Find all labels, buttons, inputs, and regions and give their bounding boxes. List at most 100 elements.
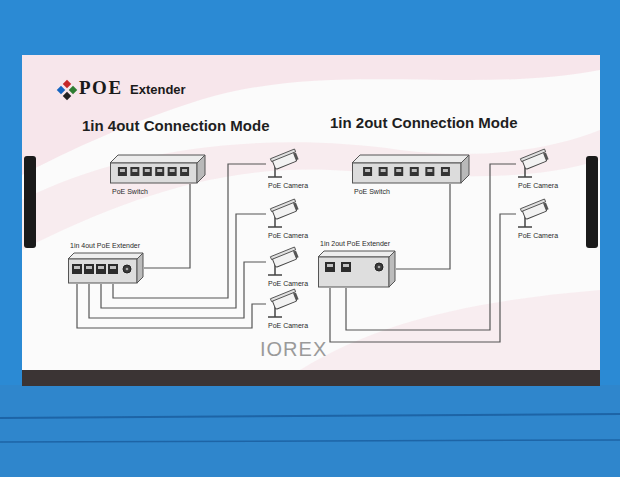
box-slot [586, 156, 598, 248]
camera-lens [293, 251, 298, 259]
rj45-port [72, 264, 82, 274]
device-label: PoE Camera [268, 182, 308, 189]
device-drawing [266, 290, 300, 318]
port-contacts [170, 169, 175, 172]
extender-front [319, 257, 390, 287]
poe-camera: PoE Camera [266, 248, 300, 276]
dc-jack [123, 265, 131, 273]
device-label: PoE Camera [268, 232, 308, 239]
box-panel [22, 55, 600, 370]
brand-logo-text: POE [79, 77, 123, 99]
poe-camera: PoE Camera [516, 150, 550, 178]
device-drawing [110, 154, 206, 184]
port-contacts [412, 169, 417, 172]
device-drawing [266, 200, 300, 228]
port-contacts [396, 169, 401, 172]
camera-hood [520, 149, 545, 162]
device-label: PoE Camera [518, 182, 558, 189]
camera-lens [543, 153, 548, 161]
section-heading: 1in 4out Connection Mode [82, 117, 270, 134]
rj45-port [363, 167, 372, 176]
rj45-port [143, 167, 152, 176]
extender-top [318, 251, 395, 257]
switch-illustration [352, 154, 470, 184]
camera-lens [293, 293, 298, 301]
camera-illustration [266, 200, 300, 228]
network-cable [144, 184, 190, 268]
brand-subtitle: Extender [130, 82, 186, 97]
port-contacts [381, 169, 386, 172]
rj45-port [180, 167, 189, 176]
device-drawing [266, 150, 300, 178]
device-label: PoE Switch [354, 188, 390, 195]
camera-lens [543, 203, 548, 211]
camera-lens [293, 203, 298, 211]
device-label: PoE Switch [112, 188, 148, 195]
camera-hood [520, 199, 545, 212]
logo-icon [57, 80, 77, 100]
port-contacts [110, 266, 116, 269]
port-contacts [74, 266, 80, 269]
port-contacts [182, 169, 187, 172]
dc-pin [126, 268, 129, 271]
port-contacts [365, 169, 370, 172]
extender-side [389, 251, 395, 287]
pink-swoosh [22, 130, 600, 250]
rj45-port [425, 167, 434, 176]
switch-illustration [110, 154, 206, 184]
logo-square [63, 92, 71, 100]
port-contacts [86, 266, 92, 269]
network-cable [396, 184, 450, 269]
poe-extender: 1in 4out PoE Extender [68, 252, 144, 284]
switch-front [353, 163, 462, 183]
seam-line [0, 440, 620, 442]
device-label: 1in 4out PoE Extender [70, 242, 140, 249]
rj45-port [168, 167, 177, 176]
section-heading: 1in 2out Connection Mode [330, 114, 518, 131]
logo-square [57, 86, 65, 94]
rj45-port [394, 167, 403, 176]
camera-lens [293, 153, 298, 161]
poe-extender: 1in 2out PoE Extender [318, 250, 396, 288]
logo-square [63, 80, 71, 88]
switch-top [352, 155, 469, 163]
device-drawing [516, 200, 550, 228]
rj45-port [410, 167, 419, 176]
device-label: 1in 2out PoE Extender [320, 240, 390, 247]
port-contacts [443, 169, 448, 172]
rj45-port [155, 167, 164, 176]
switch-top [110, 155, 205, 163]
rj45-port [441, 167, 450, 176]
camera-hood [270, 289, 295, 302]
network-cable [346, 164, 516, 330]
watermark: IOREX [260, 338, 327, 361]
port-contacts [427, 169, 432, 172]
device-drawing [516, 150, 550, 178]
extender-illustration [68, 252, 144, 284]
switch-side [197, 155, 205, 183]
extender-front [69, 259, 138, 283]
extender-illustration [318, 250, 396, 288]
rj45-port [130, 167, 139, 176]
device-drawing [68, 252, 144, 284]
poe-camera: PoE Camera [266, 290, 300, 318]
camera-illustration [516, 150, 550, 178]
rj45-port [96, 264, 106, 274]
port-contacts [157, 169, 162, 172]
rj45-port [108, 264, 118, 274]
blue-surface-lower [0, 385, 620, 477]
port-contacts [145, 169, 150, 172]
dc-pin [378, 266, 381, 269]
dc-jack [375, 263, 383, 271]
poe-camera: PoE Camera [516, 200, 550, 228]
camera-illustration [516, 200, 550, 228]
camera-illustration [266, 150, 300, 178]
camera-hood [270, 247, 295, 260]
switch-side [461, 155, 469, 183]
device-label: PoE Camera [518, 232, 558, 239]
camera-illustration [266, 248, 300, 276]
camera-illustration [266, 290, 300, 318]
extender-side [137, 253, 143, 283]
